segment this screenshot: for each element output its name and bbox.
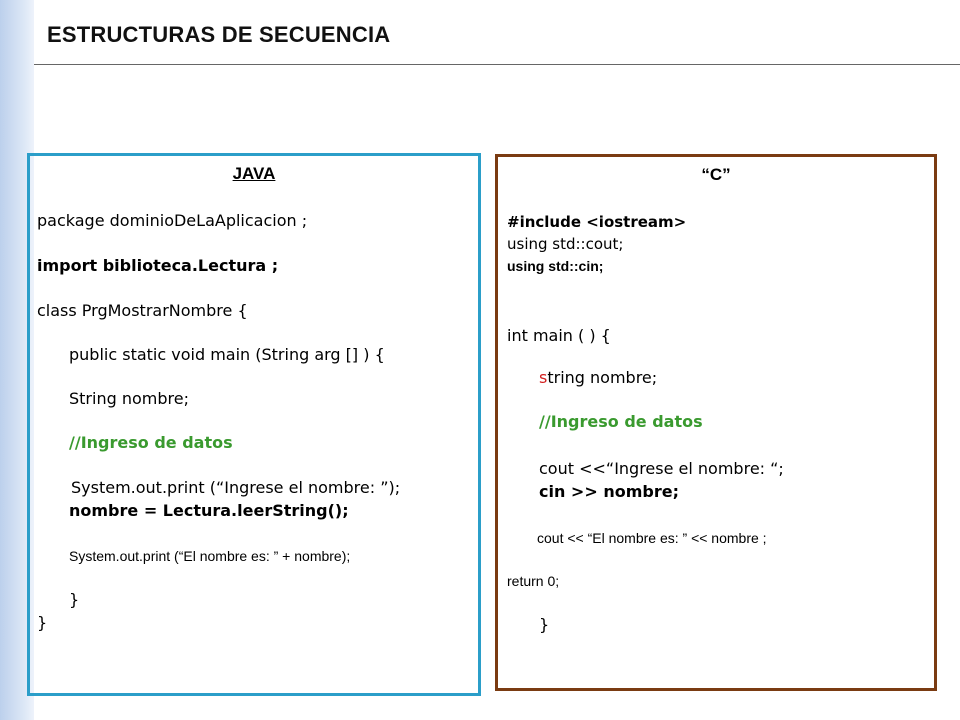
java-heading: JAVA — [232, 164, 276, 183]
c-heading: “C” — [701, 165, 731, 184]
c-line-main: int main ( ) { — [507, 326, 611, 345]
c-line-declare-rest: tring nombre; — [547, 368, 658, 387]
java-line-declare: String nombre; — [69, 389, 189, 408]
java-line-print-prompt: System.out.print (“Ingrese el nombre: ”)… — [71, 478, 401, 497]
java-code-panel: JAVA package dominioDeLaAplicacion ; imp… — [27, 153, 481, 696]
c-line-using-cout: using std::cout; — [507, 235, 624, 253]
c-line-declare: string nombre; — [539, 368, 657, 387]
c-line-cout-result: cout << “El nombre es: ” << nombre ; — [537, 530, 767, 546]
c-code-panel: “C” #include <iostream> using std::cout;… — [495, 154, 937, 691]
java-line-class: class PrgMostrarNombre { — [37, 301, 248, 320]
java-line-close-class: } — [37, 613, 48, 632]
c-line-comment: //Ingreso de datos — [539, 412, 703, 431]
title-divider — [34, 64, 960, 65]
java-line-read: nombre = Lectura.leerString(); — [69, 501, 349, 520]
c-line-cin: cin >> nombre; — [539, 482, 679, 501]
slide-title: ESTRUCTURAS DE SECUENCIA — [47, 22, 391, 47]
java-line-main: public static void main (String arg [] )… — [69, 345, 385, 364]
java-line-import: import biblioteca.Lectura ; — [37, 256, 279, 275]
c-line-using-cin: using std::cin; — [507, 258, 604, 274]
java-line-package: package dominioDeLaAplicacion ; — [37, 211, 308, 230]
c-line-return: return 0; — [507, 573, 560, 589]
c-line-close-main: } — [539, 615, 550, 634]
c-line-cout-prompt: cout <<“Ingrese el nombre: “; — [539, 459, 784, 478]
c-line-include: #include <iostream> — [507, 213, 687, 231]
java-line-print-result: System.out.print (“El nombre es: ” + nom… — [69, 548, 351, 564]
c-line-declare-first-letter: s — [539, 368, 548, 387]
java-line-comment: //Ingreso de datos — [69, 433, 233, 452]
java-line-close-main: } — [69, 590, 80, 609]
